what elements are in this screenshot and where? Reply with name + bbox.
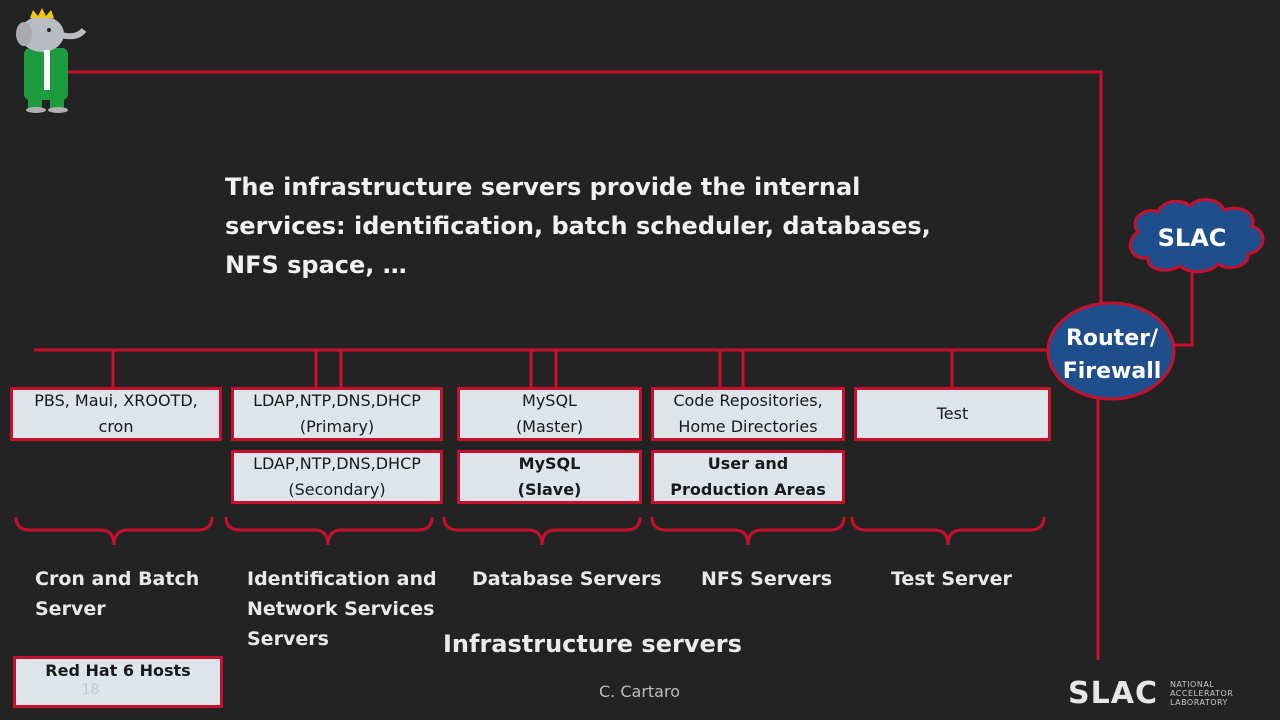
group-label-cron: Cron and Batch Server [35,564,199,624]
group-label-line: Cron and Batch [35,568,200,590]
server-line: (Slave) [517,480,582,499]
brace-ident [224,516,434,546]
group-label-nfs: NFS Servers [701,568,833,590]
server-line: Production Areas [670,480,826,499]
slac-cloud-label: SLAC [1157,224,1227,252]
server-box-ldap-secondary: LDAP,NTP,DNS,DHCP (Secondary) [231,450,443,504]
server-line: Home Directories [678,417,818,436]
brace-test [850,516,1046,546]
router-label-line2: Firewall [1062,359,1162,384]
brace-database [442,516,642,546]
group-label-line: Network Services [247,598,435,620]
router-cloud-line [1172,268,1194,347]
router-firewall-label: Router/ Firewall [1050,322,1174,388]
server-box-user-production: User and Production Areas [651,450,845,504]
author-credit: C. Cartaro [599,682,680,701]
server-line: (Primary) [299,417,375,436]
group-label-line: Server [35,598,106,620]
server-box-mysql-slave: MySQL (Slave) [457,450,642,504]
server-line: User and [707,454,789,473]
router-label-line1: Router/ [1065,326,1159,351]
slide-footer-title: Infrastructure servers [443,630,742,658]
slac-logo: SLAC NATIONAL ACCELERATOR LABORATORY [1068,676,1233,711]
server-line: Test [936,404,969,423]
brace-nfs [650,516,846,546]
page-number: 18 [81,682,100,698]
server-line: PBS, Maui, XROOTD, [34,391,198,410]
legend-red-hat-hosts: Red Hat 6 Hosts 18 [13,656,223,708]
server-line: MySQL [518,454,581,473]
server-box-mysql-master: MySQL (Master) [457,387,642,441]
intro-text: The infrastructure servers provide the i… [225,173,931,279]
slac-logo-sub-line: NATIONAL [1169,680,1215,689]
group-label-database: Database Servers [472,568,662,590]
server-line: MySQL [522,391,577,410]
server-line: (Master) [515,417,584,436]
server-line: Code Repositories, [673,391,823,410]
router-firewall-node [1046,301,1176,401]
server-line: LDAP,NTP,DNS,DHCP [253,454,421,473]
server-box-cron: PBS, Maui, XROOTD, cron [10,387,222,441]
server-box-ldap-primary: LDAP,NTP,DNS,DHCP (Primary) [231,387,443,441]
group-label-line: Identification and [247,568,437,590]
slac-logo-mark: SLAC [1068,676,1158,711]
mascot-elephant-icon [16,8,87,113]
server-box-code-repositories: Code Repositories, Home Directories [651,387,845,441]
slac-logo-subtitle: NATIONAL ACCELERATOR LABORATORY [1170,680,1233,707]
slac-cloud-shape [1128,198,1265,274]
group-label-identification: Identification and Network Services Serv… [247,564,437,654]
slac-logo-sub-line: ACCELERATOR [1169,689,1234,698]
brace-cron [14,516,214,546]
server-line: LDAP,NTP,DNS,DHCP [253,391,421,410]
server-box-test: Test [854,387,1051,441]
legend-label: Red Hat 6 Hosts [45,661,191,680]
server-line: cron [98,417,134,436]
top-uplink-line [40,70,1103,310]
server-line: (Secondary) [288,480,386,499]
group-label-line: Servers [247,628,329,650]
slac-logo-sub-line: LABORATORY [1169,698,1228,707]
group-label-test: Test Server [891,568,1012,590]
